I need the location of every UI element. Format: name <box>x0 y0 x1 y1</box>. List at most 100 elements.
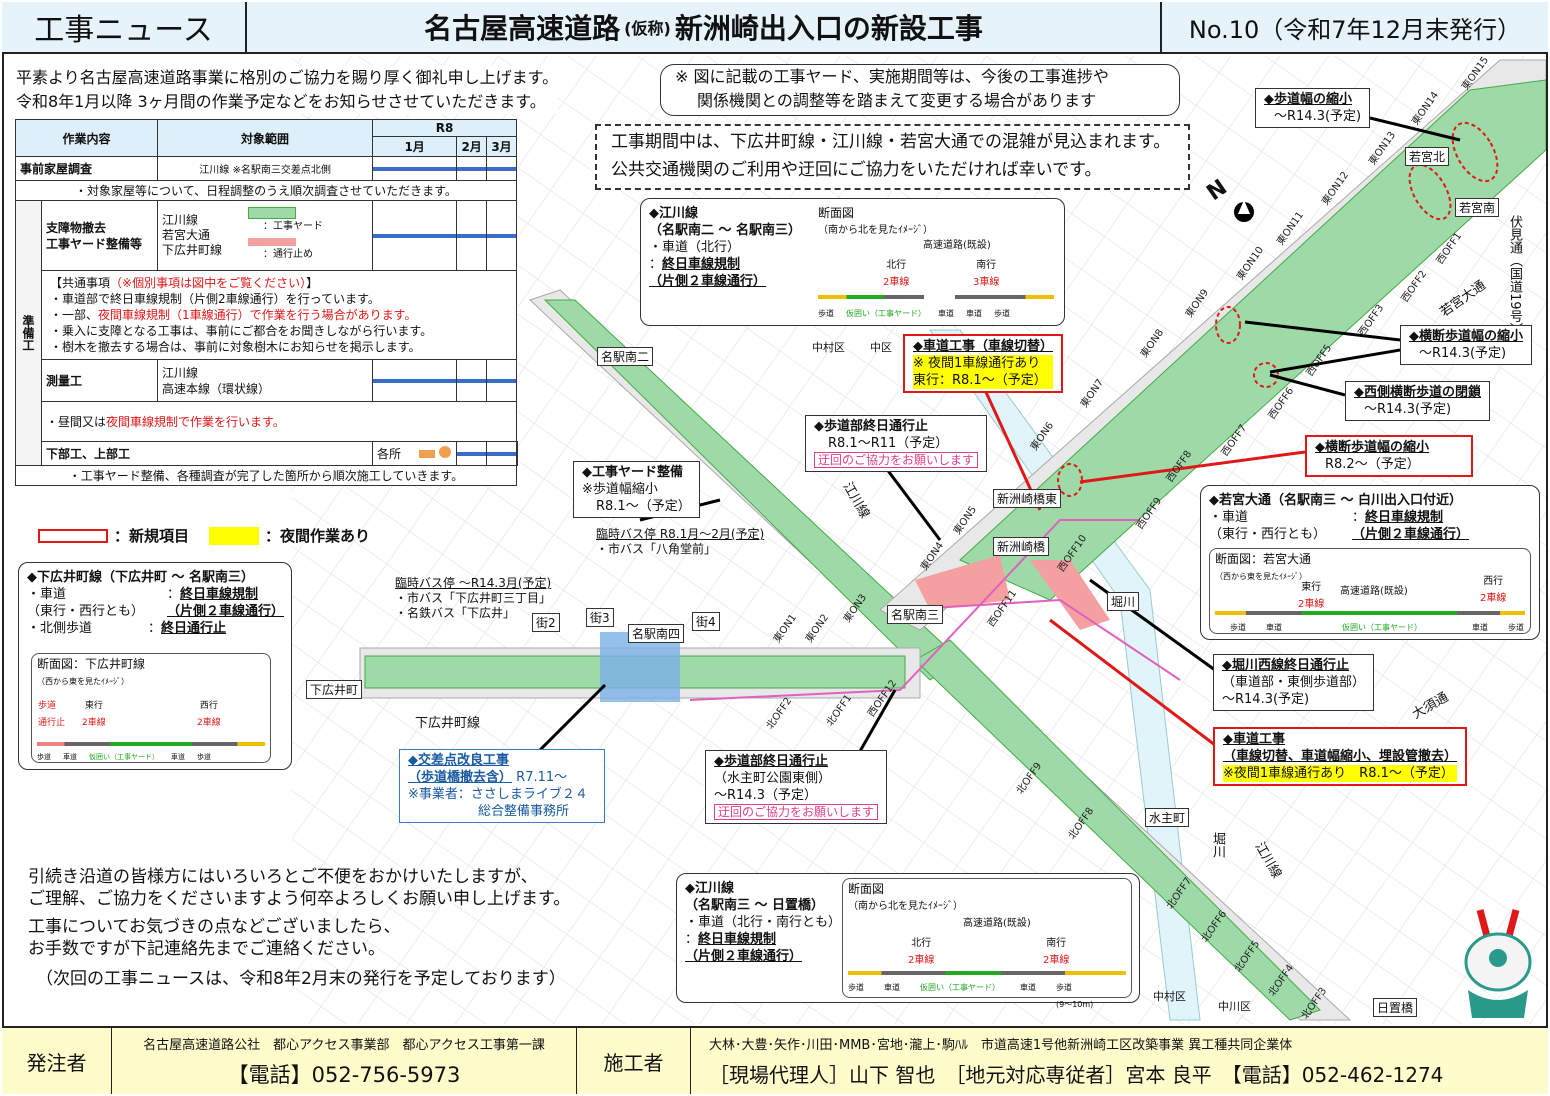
sl: 車道 <box>1472 623 1488 632</box>
callout-title: ◆堀川西線終日通行止 <box>1222 658 1349 673</box>
section-title: 断面図：若宮大通 <box>1215 552 1312 566</box>
callout-title: ◆歩道幅の縮小 <box>1264 92 1352 107</box>
panel-egawa-south: ◆江川線 （名駅南三 ～ 日置橋） ・車道（北行・南行とも） ：終日車線規制 （… <box>676 873 1140 1009</box>
sl: 歩道 <box>197 753 211 761</box>
section-title: 断面図：下広井町線 <box>37 657 146 671</box>
sidewalk-closed: 歩道 通行止 <box>38 701 66 728</box>
footer: 発注者 名古屋高速道路公社 都心アクセス事業部 都心アクセス工事第一課【電話】0… <box>2 1026 1548 1094</box>
col-month: 2月 <box>456 136 488 157</box>
place-label: 下広井町 <box>306 680 363 699</box>
lanes: 2車線 <box>908 955 935 966</box>
panel-range: （名駅南三 ～ 日置橋） <box>685 898 825 913</box>
temp-bus-stop-1: 臨時バス停 R8.1月～2月(予定)・市バス「八角堂前」 <box>596 527 764 557</box>
place-label: 名駅南三 <box>887 605 944 624</box>
panel-line: （東行・西行とも） <box>27 604 145 619</box>
callout-yard-preparation: ◆工事ヤード整備 ※歩道幅縮小 R8.1～（予定） <box>573 461 700 518</box>
callout-roadway-work: ◆車道工事（車線切替、車道幅縮小、埋設管撤去）※夜間1車線通行あり R8.1～（… <box>1213 727 1468 786</box>
place-label: 日置橋 <box>1373 998 1418 1017</box>
col-scope: 対象範囲 <box>157 119 374 157</box>
sl: 歩道 <box>37 753 51 761</box>
sl: 仮囲い（工事ヤード） <box>1342 623 1422 632</box>
section-road <box>37 742 265 746</box>
callout-period: 東行：R8.1～（予定） <box>913 372 1053 389</box>
group-label: 準備工 <box>15 200 42 466</box>
lanes: 2車線 <box>1298 599 1325 610</box>
callout-period: R8.1～（予定） <box>596 499 691 514</box>
title-part: 新洲崎出入口の新設工事 <box>674 12 983 45</box>
work-name: 事前家屋調査 <box>14 156 159 181</box>
panel-egawa-north: ◆江川線 （名駅南二 ～ 名駅南三） ・車道（北行） ：終日車線規制 （片側２車… <box>640 198 1065 326</box>
intersection-improvement-area <box>600 632 680 702</box>
place-label: 街3 <box>586 608 614 627</box>
legend-night: ：夜間作業あり <box>265 527 371 545</box>
client-phone: 【電話】052-756-5973 <box>227 1062 461 1087</box>
callout-title: ◆交差点改良工事 <box>408 753 509 768</box>
lanes: 2車線 <box>197 718 221 728</box>
nb-label: 北行 2車線 <box>908 935 934 969</box>
closing-text: 引続き沿道の皆様方にはいろいろとご不便をおかけいたしますが、 ご理解、ご協力をく… <box>28 866 570 990</box>
schedule-bar <box>372 200 458 271</box>
schedule-bar <box>372 156 458 181</box>
panel-reg: 終日通行止 <box>161 621 227 636</box>
map-legend: ：新規項目 ：夜間作業あり <box>38 525 370 546</box>
panel-reg: （片側２車線通行） <box>1352 527 1470 542</box>
dir: 北行 <box>886 260 907 271</box>
lanes: 3車線 <box>973 277 1000 288</box>
work-note: ・対象家屋等について、日程調整のうえ順次調査させていただきます。 <box>15 180 517 201</box>
callout-period: ～R14.3(予定) <box>1419 346 1507 361</box>
sl: 歩道 <box>1508 623 1524 632</box>
ward-label: 中区 <box>870 341 892 354</box>
dir: 北行 <box>911 938 932 949</box>
work-scope: 各所 <box>377 447 402 461</box>
panel-reg: 終日車線規制 <box>698 932 777 947</box>
closing-line: （次回の工事ニュースは、令和8年2月末の発行を予定しております） <box>36 969 566 989</box>
closing-line: お手数ですが下記連絡先までご連絡ください。 <box>28 939 385 959</box>
work-name: 測量工 <box>40 359 159 402</box>
section-title: 断面図 <box>818 206 855 220</box>
callout-title: ◆横断歩道幅の縮小 <box>1409 329 1523 344</box>
common-item-red: 夜間車線規制（1車線通行）で作業を行う場合があります。 <box>98 308 417 322</box>
sl: 仮囲い（工事ヤード） <box>846 309 926 318</box>
panel-range: （名駅南二 ～ 名駅南三） <box>649 223 802 238</box>
place-label: 街2 <box>532 613 560 632</box>
road-label: 伏見通（国道19号） <box>1507 215 1522 336</box>
dir: 南行 <box>1046 938 1067 949</box>
callout-title: ◆歩道部終日通行止 <box>714 754 828 769</box>
place-label: 新洲崎橋東 <box>993 489 1062 508</box>
dir: 東行 <box>84 701 103 711</box>
notice-line: ※ 図に記載の工事ヤード、実施期間等は、今後の工事進捗や <box>675 67 1109 86</box>
sl: 歩道 <box>1230 623 1246 632</box>
ward-label: 中村区 <box>812 341 845 354</box>
dir: 西行 <box>199 701 218 711</box>
panel-shimohiroi: ◆下広井町線（下広井町 ～ 名駅南三） ・車道（東行・西行とも）：終日車線規制（… <box>18 562 292 770</box>
section-labels: 歩道車道仮囲い（工事ヤード）車道歩道 (9～10m) <box>848 979 1093 1013</box>
legend-label: ：通行止め <box>263 249 314 260</box>
callout-sidewalk-narrowing: ◆歩道幅の縮小～R14.3(予定) <box>1255 88 1371 128</box>
closure-legend-swatch <box>248 238 297 246</box>
callout-note: ※事業者：ささしまライブ２４ <box>408 787 588 802</box>
title-tentative: (仮称) <box>624 19 671 38</box>
callout-lane-switch: ◆車道工事（車線切替）※ 夜間1車線通行あり東行：R8.1～（予定） <box>903 334 1063 393</box>
callout-title: ◆歩道部終日通行止 <box>814 419 928 434</box>
callout-title: ◆車道工事 <box>1223 732 1285 747</box>
intro-line: 令和8年1月以降 3ヶ月間の作業予定などをお知らせさせていただきます。 <box>16 92 546 111</box>
yard-egawa-south <box>914 639 1321 1021</box>
callout-period: ～R14.3（予定） <box>714 788 817 803</box>
section-labels: 歩道車道仮囲い（工事ヤード）車道歩道 <box>1230 619 1524 636</box>
callout-title: ◆工事ヤード整備 <box>582 465 683 480</box>
congestion-notice: 工事期間中は、下広井町線・江川線・若宮大通での混雑が見込まれます。 公共交通機関… <box>595 124 1190 190</box>
bus-stop-name: ・市バス「八角堂前」 <box>596 542 717 556</box>
yard-legend-swatch <box>248 207 297 219</box>
legend-label: ：工事ヤード <box>263 221 324 232</box>
callout-note: ※歩道幅縮小 <box>582 482 658 497</box>
scope-line: 若宮大通 <box>162 228 211 242</box>
bus-stop-title: 臨時バス停 R8.1月～2月(予定) <box>596 527 765 541</box>
panel-line: ・北側歩道 <box>27 621 93 636</box>
title-part: 名古屋高速道路 <box>424 12 621 45</box>
panel-wakamiya: ◆若宮大通（名駅南三 ～ 白川出入口付近） ・車道（東行・西行とも）：終日車線規… <box>1200 485 1540 640</box>
